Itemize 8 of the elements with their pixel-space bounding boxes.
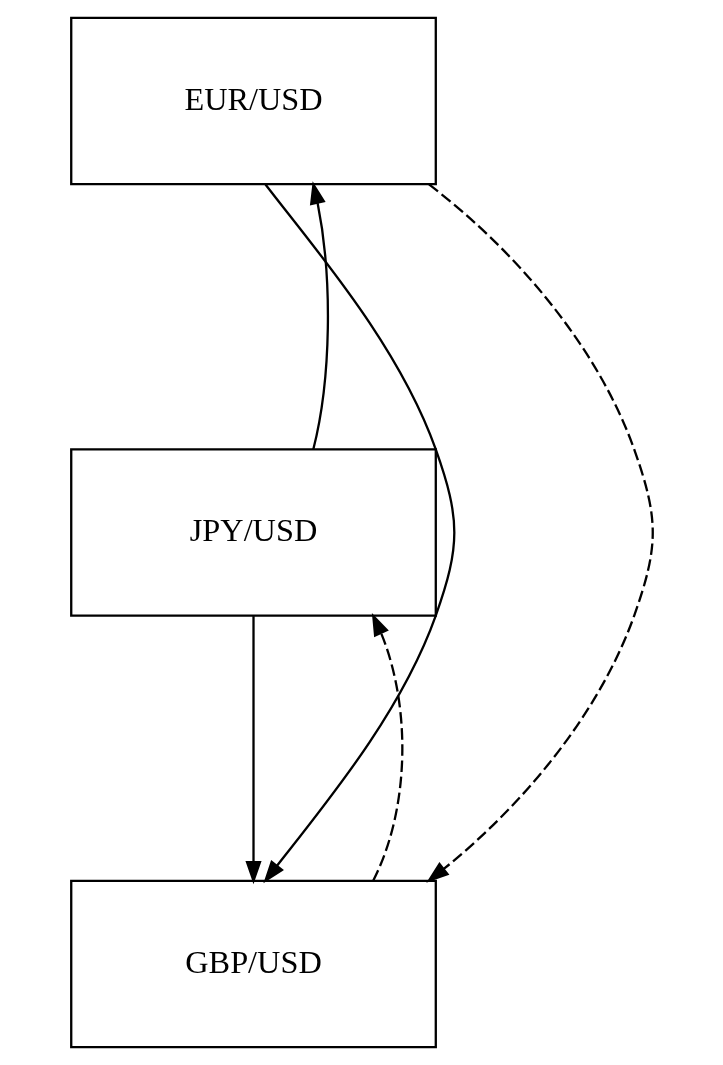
arrow bbox=[309, 181, 329, 450]
arrow bbox=[425, 183, 654, 883]
arrow bbox=[262, 183, 455, 884]
node-box: JPY/USD bbox=[69, 448, 437, 617]
node-box: GBP/USD bbox=[69, 879, 437, 1049]
arrow bbox=[371, 612, 403, 882]
node-box: EUR/USD bbox=[69, 16, 437, 186]
arrow bbox=[244, 616, 262, 885]
